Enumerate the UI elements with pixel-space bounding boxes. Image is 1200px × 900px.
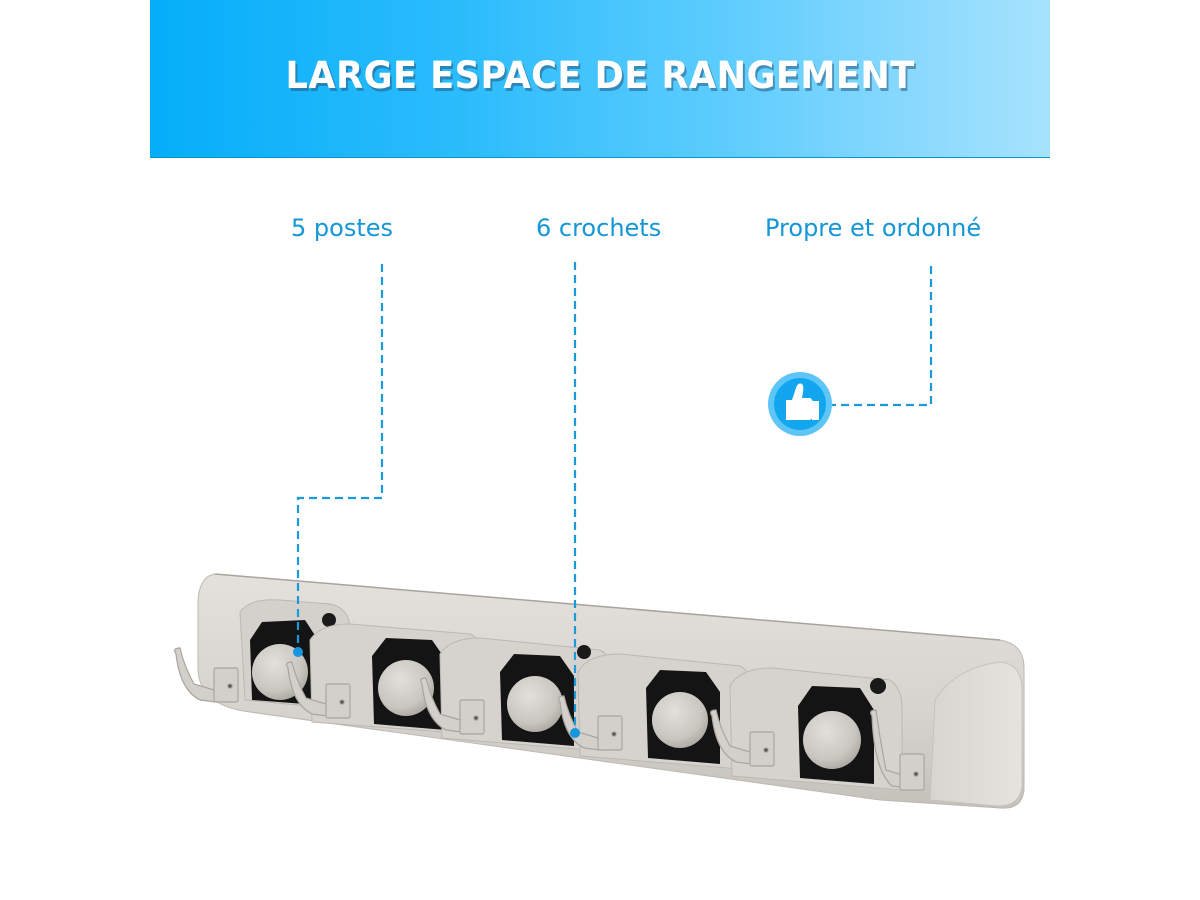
thumbs-up-icon bbox=[768, 372, 832, 436]
hook-3 bbox=[420, 677, 485, 735]
hook-1 bbox=[174, 647, 239, 703]
hooks bbox=[174, 647, 925, 791]
dot-marker-hooks bbox=[570, 728, 580, 738]
hook-2 bbox=[286, 661, 351, 719]
callout-label-stations: 5 postes bbox=[291, 214, 393, 242]
callout-lines bbox=[296, 262, 933, 732]
hook-6 bbox=[870, 709, 925, 791]
callout-label-tidy: Propre et ordonné bbox=[765, 214, 982, 242]
dot-marker-stations bbox=[293, 647, 303, 657]
header-banner: LARGE ESPACE DE RANGEMENT bbox=[150, 0, 1050, 158]
hook-4 bbox=[558, 695, 623, 751]
callout-label-hooks: 6 crochets bbox=[536, 214, 662, 242]
hook-5 bbox=[710, 709, 775, 767]
callout-line-tidy bbox=[832, 266, 933, 407]
banner-title: LARGE ESPACE DE RANGEMENT bbox=[285, 54, 915, 97]
callout-line-stations bbox=[296, 264, 384, 650]
